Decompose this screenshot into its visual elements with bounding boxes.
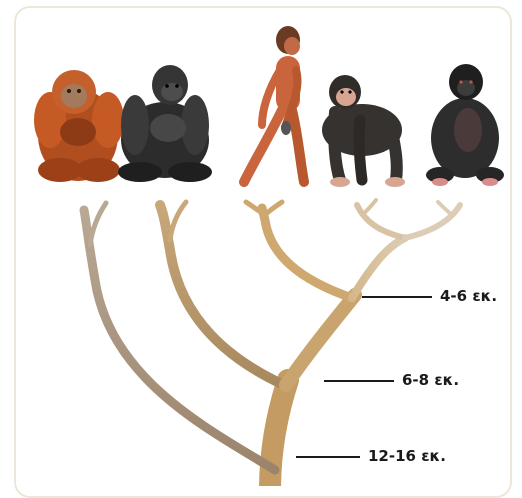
gorilla-twig [170, 202, 186, 240]
bonobo-figure [426, 64, 504, 186]
early-human-figure [244, 26, 304, 182]
bonobo-branch [405, 205, 460, 238]
orangutan-branch [84, 210, 275, 470]
chimp-bonobo-branch [352, 238, 405, 298]
tree-branches [84, 200, 460, 486]
human-twig-right [265, 202, 282, 215]
chimp-branch [357, 205, 405, 238]
evolution-diagram: 4-6 εκ. 6-8 εκ. 12-16 εκ. [0, 0, 522, 486]
human-branch [262, 208, 352, 298]
divergence-label-12-16: 12-16 εκ. [368, 447, 446, 465]
gorilla-figure [118, 65, 212, 182]
phylogenetic-tree [0, 0, 522, 486]
orangutan-twig [90, 203, 106, 245]
divergence-label-4-6: 4-6 εκ. [440, 287, 497, 305]
chimpanzee-figure [322, 75, 405, 187]
bonobo-twig [438, 202, 452, 215]
divergence-label-6-8: 6-8 εκ. [402, 371, 459, 389]
orangutan-figure [34, 70, 124, 182]
chimp-twig [362, 200, 376, 215]
human-chimp-branch [286, 295, 355, 385]
